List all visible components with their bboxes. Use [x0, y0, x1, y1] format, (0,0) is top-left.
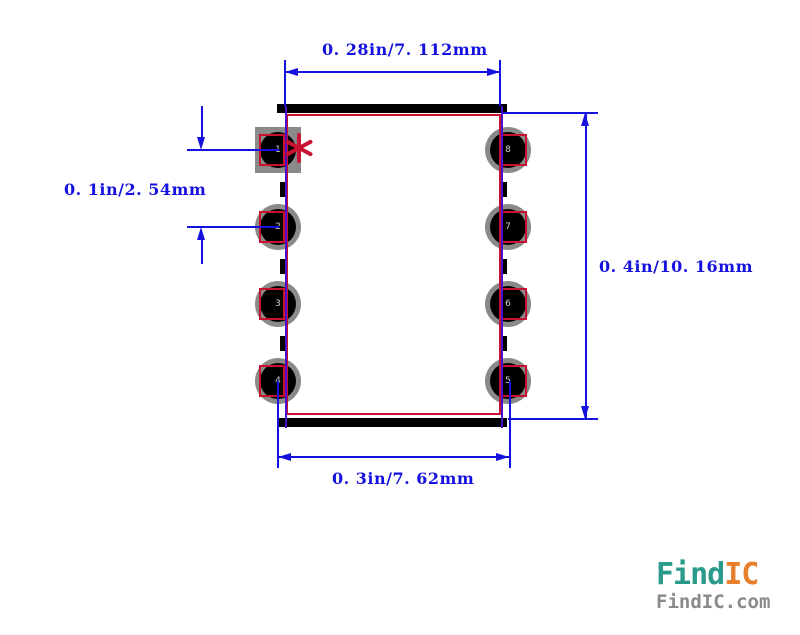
- arrowhead-left-icon: [278, 453, 291, 461]
- arrowhead-down-icon: [581, 406, 589, 419]
- extension-line-body-right: [501, 106, 503, 428]
- drill-hole: [490, 363, 526, 399]
- pin-number-label: 3: [275, 299, 281, 309]
- package-top-edge: [277, 104, 507, 113]
- pad-outline: [259, 288, 285, 320]
- drill-hole: [490, 132, 526, 168]
- dimension-label-left: 0. 1in/2. 54mm: [64, 180, 207, 199]
- pin-number-label: 8: [505, 145, 511, 155]
- courtyard-outline: [286, 114, 501, 415]
- extension-line-right-top: [503, 112, 598, 114]
- drill-hole: [490, 209, 526, 245]
- dimension-line-bottom: [278, 456, 509, 458]
- extension-line-top-right: [499, 60, 501, 106]
- pad-pin-3: 3: [255, 281, 301, 327]
- package-left-edge-segment: [280, 182, 287, 197]
- pad-outline: [259, 365, 285, 397]
- extension-line-bottom-left: [277, 381, 279, 468]
- pad-pin-8: 8: [485, 127, 531, 173]
- pin-number-label: 5: [505, 376, 511, 386]
- dimension-label-top: 0. 28in/7. 112mm: [322, 40, 488, 59]
- extension-line-body-left: [285, 106, 287, 428]
- arrowhead-up-icon: [581, 113, 589, 126]
- package-left-edge-segment: [280, 259, 287, 274]
- arrowhead-right-icon: [496, 453, 509, 461]
- extension-line-right-bottom: [508, 418, 598, 420]
- logo-wordmark: FindIC: [656, 560, 790, 590]
- dimension-line-pitch-upper: [201, 106, 203, 138]
- package-left-edge-segment: [280, 336, 287, 351]
- extension-line-bottom-right: [509, 381, 511, 468]
- arrowhead-down-icon: [197, 137, 205, 150]
- arrowhead-right-icon: [487, 68, 500, 76]
- pad-pin-7: 7: [485, 204, 531, 250]
- pin-number-label: 6: [505, 299, 511, 309]
- findic-logo: FindIC FindIC.com: [656, 560, 790, 612]
- logo-text-ic: IC: [724, 557, 759, 592]
- dimension-line-top: [285, 71, 500, 73]
- pin-number-label: 7: [505, 222, 511, 232]
- drill-hole: [490, 286, 526, 322]
- dimension-label-bottom: 0. 3in/7. 62mm: [332, 469, 475, 488]
- package-bottom-edge: [277, 418, 507, 427]
- pin1-asterisk-icon: [284, 133, 314, 163]
- package-right-edge-segment: [500, 336, 507, 351]
- dimension-line-pitch-lower: [201, 240, 203, 264]
- arrowhead-left-icon: [285, 68, 298, 76]
- package-right-edge-segment: [500, 259, 507, 274]
- pad-pin-5: 5: [485, 358, 531, 404]
- extension-line-pin2: [187, 226, 279, 228]
- package-right-edge-segment: [500, 182, 507, 197]
- dimension-line-right: [585, 113, 587, 419]
- arrowhead-up-icon: [197, 227, 205, 240]
- drill-hole: [260, 286, 296, 322]
- dimension-label-right: 0. 4in/10. 16mm: [599, 257, 753, 276]
- extension-line-top-left: [284, 60, 286, 106]
- extension-line-pin1: [187, 149, 279, 151]
- logo-website: FindIC.com: [656, 591, 771, 613]
- logo-text-find: Find: [656, 557, 725, 592]
